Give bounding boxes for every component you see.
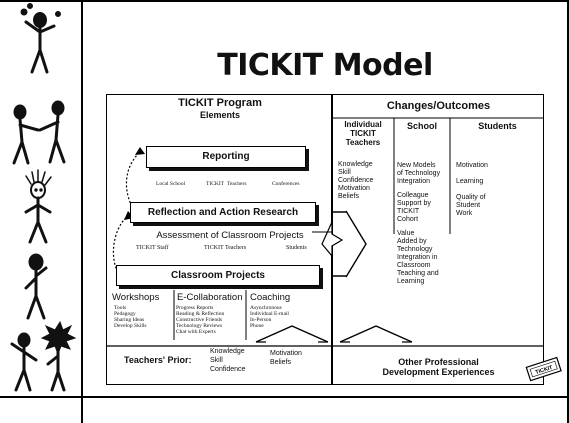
students-spacer xyxy=(456,186,536,194)
teachers-col-title-2: TICKIT xyxy=(350,129,376,138)
reporting-sub-1: Local School xyxy=(156,181,186,187)
thinking-figure-icon xyxy=(24,253,48,320)
teachers-item-4: Motivation xyxy=(338,185,370,192)
students-spacer xyxy=(456,170,536,178)
school-item: Support by xyxy=(397,200,431,207)
school-item: of Technology xyxy=(397,170,441,177)
school-col-title: School xyxy=(406,121,437,131)
ticket-logo-icon: TICKIT xyxy=(525,356,562,382)
teachers-col-title-3: Teachers xyxy=(345,138,381,147)
program-subheader: Elements xyxy=(199,110,241,120)
assessment-label: Assessment of Classroom Projects xyxy=(156,230,304,241)
ecollab-item-5: Chat with Experts xyxy=(176,329,216,335)
coaching-item-1: Asynchronous xyxy=(250,305,282,311)
school-item: Value xyxy=(397,230,415,237)
school-item: Technology xyxy=(397,246,433,253)
frame-divider-left xyxy=(81,0,83,423)
stick-figure-juggler-icon xyxy=(20,3,61,74)
school-item: TICKIT xyxy=(397,208,420,215)
school-items: New Models of Technology Integration Col… xyxy=(397,162,451,286)
school-item: Teaching and xyxy=(397,270,439,277)
students-item: Quality of xyxy=(456,194,486,201)
frazzled-figure-icon xyxy=(24,169,52,244)
workshops-item-3: Sharing Ideas xyxy=(114,317,145,323)
teachers-item-5: Beliefs xyxy=(338,193,360,200)
assessment-sub-2: TICKIT Teachers xyxy=(204,245,247,251)
students-item: Learning xyxy=(456,178,484,185)
reflection-box: Reflection and Action Research xyxy=(130,202,316,223)
teachers-col-title-1: Individual xyxy=(344,120,382,129)
prior-col1-item-1: Knowledge xyxy=(210,348,245,355)
workshops-item-1: Tools xyxy=(114,305,127,311)
coaching-item-2: Individual E-mail xyxy=(250,311,289,317)
students-item: Work xyxy=(456,210,473,217)
workshops-item-2: Pedagogy xyxy=(114,311,136,317)
workshops-item-4: Develop Skills xyxy=(114,323,147,329)
other-pd-line2: Development Experiences xyxy=(382,367,495,377)
classroom-projects-box: Classroom Projects xyxy=(116,265,320,286)
students-item: Student xyxy=(456,202,481,209)
prior-col1-item-3: Confidence xyxy=(210,366,246,373)
teachers-item-2: Skill xyxy=(338,169,351,176)
school-item: Cohort xyxy=(397,216,419,223)
frame-right xyxy=(567,0,569,423)
ticket-logo-text: TICKIT xyxy=(535,365,554,376)
ecollab-title: E-Collaboration xyxy=(177,292,243,303)
ecollab-item-1: Progress Reports xyxy=(176,305,214,311)
ecollab-item-4: Technology Reviews xyxy=(176,323,223,329)
prior-col2-item-2: Beliefs xyxy=(270,359,292,366)
ecollab-item-2: Reading & Reflection xyxy=(176,311,225,317)
handshake-figures-icon xyxy=(12,100,66,165)
margin-illustrations xyxy=(10,3,77,392)
reporting-sub-2: TICKIT xyxy=(206,181,225,187)
outcomes-header: Changes/Outcomes xyxy=(386,100,491,112)
school-item: Colleague xyxy=(397,192,429,199)
school-item: New Models xyxy=(397,162,436,169)
slide-title: TICKIT Model xyxy=(217,48,433,83)
workshops-title: Workshops xyxy=(112,292,160,303)
school-item: Learning xyxy=(397,278,425,285)
prior-col2-item-1: Motivation xyxy=(270,350,302,357)
excited-figures-icon xyxy=(10,320,77,392)
prior-col1-item-2: Skill xyxy=(210,357,223,364)
diagram-connectors xyxy=(106,117,544,385)
students-col-title: Students xyxy=(478,121,517,131)
school-item: Integration xyxy=(397,178,431,185)
school-item: Classroom xyxy=(397,262,431,269)
ecollab-item-3: Constructive Friends xyxy=(176,317,222,323)
school-item: Integration in xyxy=(397,254,438,261)
reflection-label: Reflection and Action Research xyxy=(147,207,299,218)
other-pd-line1: Other Professional xyxy=(398,357,479,367)
students-items: Motivation Learning Quality of Student W… xyxy=(456,162,536,218)
reporting-label: Reporting xyxy=(202,151,250,162)
teachers-prior-label: Teachers' Prior: xyxy=(124,355,192,365)
program-header: TICKIT Program xyxy=(178,97,262,109)
students-item: Motivation xyxy=(456,162,488,169)
assessment-sub-3: Students xyxy=(286,245,307,251)
coaching-title: Coaching xyxy=(250,292,291,303)
reporting-box: Reporting xyxy=(146,146,306,168)
reporting-sub-3: Teachers xyxy=(227,181,247,187)
frame-top xyxy=(0,0,569,2)
coaching-item-3: In-Person xyxy=(250,317,272,323)
teachers-item-1: Knowledge xyxy=(338,161,373,168)
school-item: Added by xyxy=(397,238,427,245)
assessment-sub-1: TICKIT Staff xyxy=(136,245,169,251)
reporting-sub-4: Conferences xyxy=(272,181,300,187)
classroom-projects-label: Classroom Projects xyxy=(171,270,265,281)
frame-divider-bottom xyxy=(0,396,569,398)
teachers-item-3: Confidence xyxy=(338,177,374,184)
coaching-item-4: Phone xyxy=(250,323,264,329)
